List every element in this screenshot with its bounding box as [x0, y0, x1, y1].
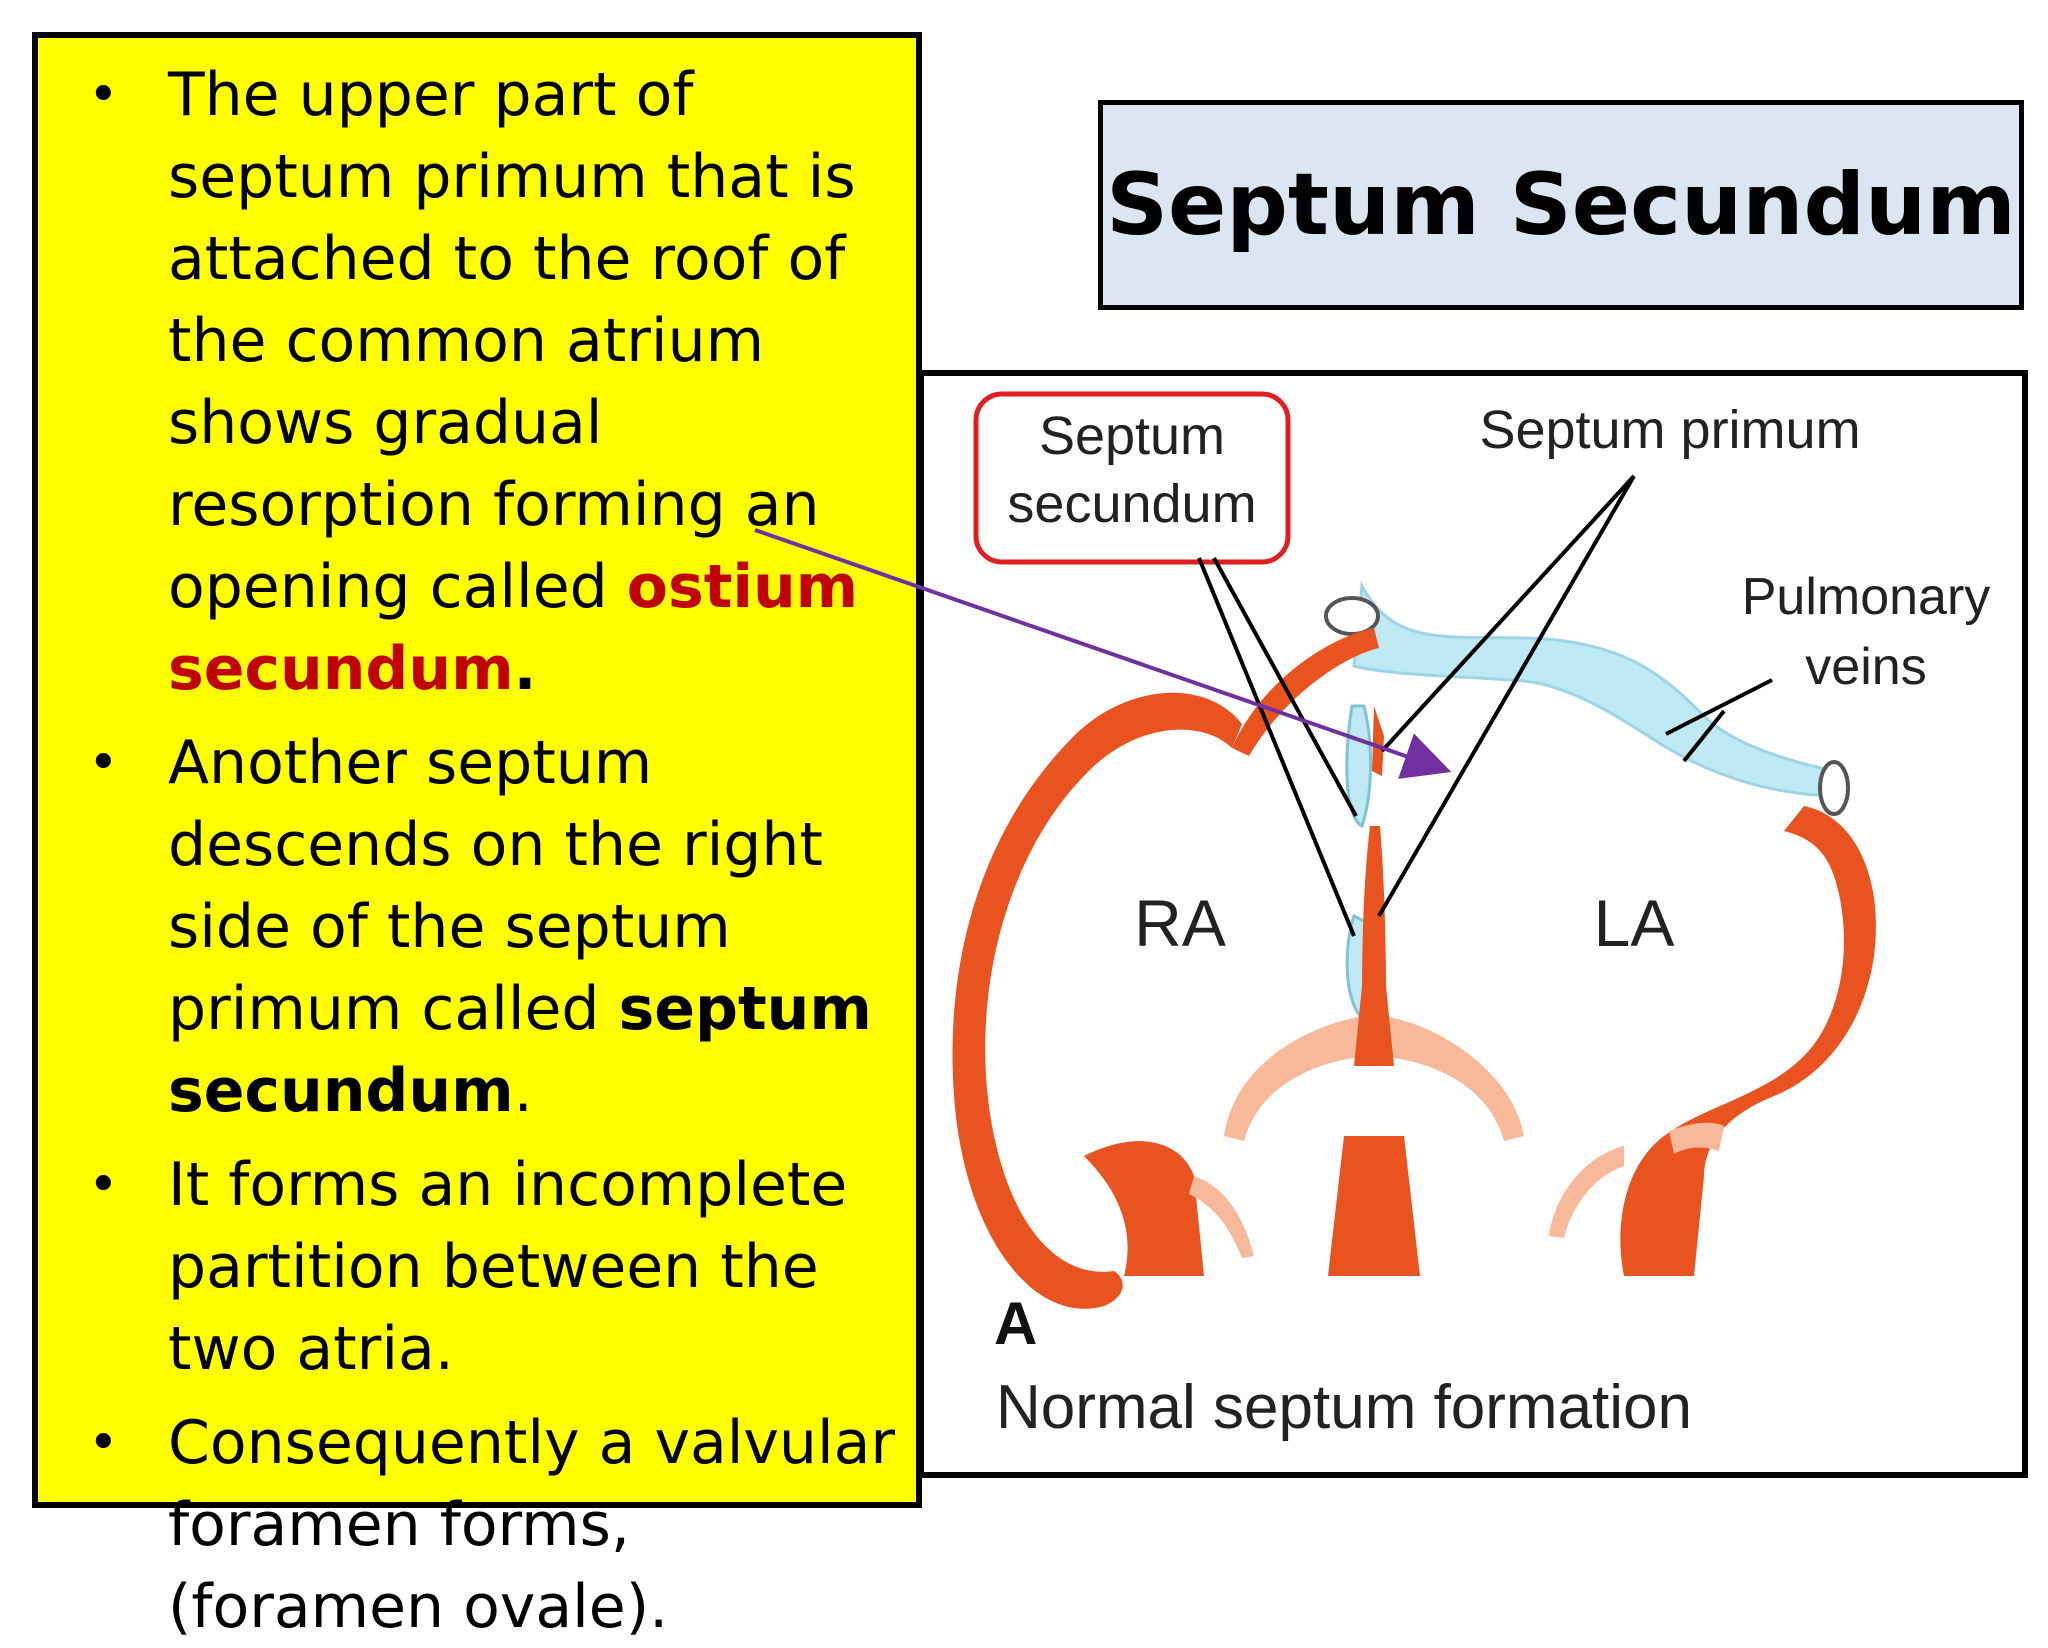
label-septum-primum: Septum primum — [1479, 400, 1860, 460]
bullet-punct: . — [513, 634, 537, 704]
bullet-dot-icon: • — [88, 1155, 119, 1215]
left-av-tissue-light — [1669, 1122, 1724, 1154]
septum-primum-lower — [1362, 826, 1386, 996]
label-pulmonary: Pulmonary — [1742, 568, 1991, 626]
label-veins: veins — [1805, 638, 1926, 696]
heart-diagram: Septum secundum Septum primum Pulmonary … — [952, 391, 1991, 1442]
pointer-line — [1377, 474, 1636, 918]
right-av-tissue — [1084, 1141, 1204, 1276]
bullet-text: Another septum descends on the right sid… — [168, 728, 823, 1044]
bullet-dot-icon: • — [88, 733, 119, 793]
atrial-wall-left — [952, 692, 1242, 1309]
bullet-item-2: • Another septum descends on the right si… — [58, 722, 896, 1132]
bullet-item-3: • It forms an incomplete partition betwee… — [58, 1144, 896, 1390]
vein-opening-top — [1324, 596, 1380, 636]
bullet-box: • The upper part of septum primum that is… — [32, 32, 922, 1642]
ventricular-septum — [1328, 1136, 1420, 1276]
endocardial-cushion — [1224, 1016, 1524, 1141]
bullet-list: • The upper part of septum primum that is… — [58, 54, 896, 1648]
bullet-item-1: • The upper part of septum primum that is… — [58, 54, 896, 710]
slide-title: Septum Secundum — [1106, 155, 2016, 255]
left-av-leaflet — [1549, 1146, 1624, 1238]
vein-opening-right — [1818, 760, 1850, 816]
pointer-line — [1682, 709, 1726, 763]
bullet-item-4: • Consequently a valvular foramen forms, … — [58, 1402, 896, 1648]
bullet-text: The upper part of septum primum that is … — [168, 60, 856, 622]
right-av-leaflet — [1189, 1176, 1254, 1258]
pointer-line — [1665, 678, 1773, 736]
figure-caption: Normal septum formation — [996, 1373, 1692, 1442]
panel-letter: A — [994, 1290, 1037, 1357]
bullet-dot-icon: • — [88, 65, 119, 125]
septum-stem — [1354, 986, 1394, 1066]
label-ra: RA — [1134, 886, 1226, 960]
atrial-wall-right — [1620, 806, 1876, 1276]
bullet-dot-icon: • — [88, 1413, 119, 1473]
septum-secundum-term: septum secundum — [168, 974, 872, 1126]
septum-primum-upper — [1372, 706, 1384, 776]
label-la: LA — [1594, 886, 1675, 960]
label-septum-secundum-line2: secundum — [1007, 474, 1256, 534]
title-box: Septum Secundum — [1098, 100, 2024, 310]
bullet-text: It forms an incomplete partition between… — [168, 1150, 848, 1384]
bullet-punct: . — [513, 1056, 533, 1126]
label-septum-secundum-line1: Septum — [1039, 406, 1225, 466]
bullet-text: Consequently a valvular foramen forms, (… — [168, 1408, 896, 1642]
pointer-line — [1380, 474, 1636, 753]
pointer-line — [1212, 557, 1358, 817]
figure-panel: Septum secundum Septum primum Pulmonary … — [918, 370, 2028, 1478]
